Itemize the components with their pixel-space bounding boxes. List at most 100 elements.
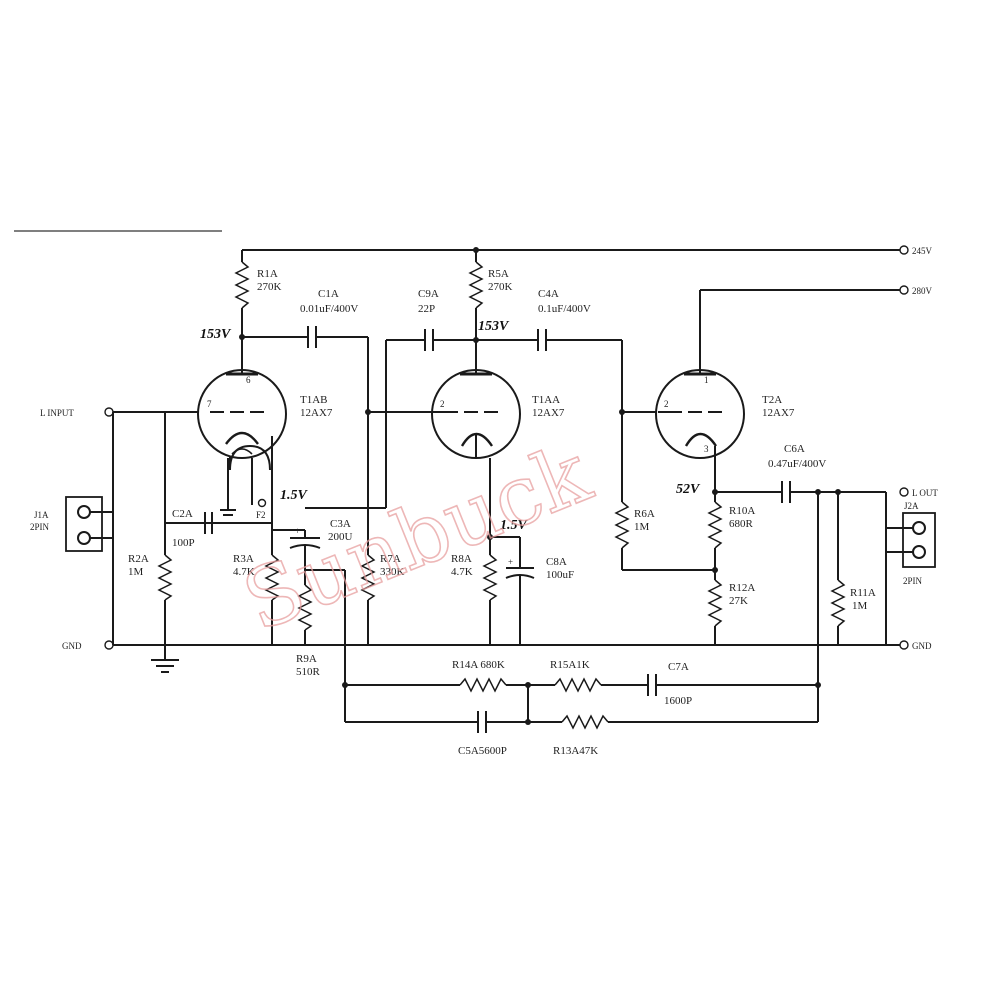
j1a-connector	[65, 496, 113, 552]
l-out-label: L OUT	[912, 488, 938, 498]
c9a-ref: C9A	[418, 288, 439, 300]
r6a-value: 1M	[634, 521, 650, 533]
r7a-value: 330K	[380, 566, 405, 578]
r9a-resistor	[297, 584, 313, 631]
r7a-resistor	[360, 554, 376, 601]
c9a-value: 22P	[418, 303, 435, 315]
r1a-ref: R1A	[257, 268, 278, 280]
t1aa-pin-grid: 2	[440, 399, 445, 409]
r3a-ref: R3A	[233, 553, 254, 565]
r3a-value: 4.7K	[233, 566, 255, 578]
r2a-ref: R2A	[128, 553, 149, 565]
ground-symbol-icon	[151, 645, 179, 673]
r15a-label: R15A1K	[550, 659, 590, 671]
feedback-network	[342, 674, 821, 733]
j1a-pins: 2PIN	[30, 522, 50, 532]
c6a-value: 0.47uF/400V	[768, 458, 826, 470]
t2a-pin-cath: 3	[704, 444, 709, 454]
gnd-left-label: GND	[62, 641, 82, 651]
j1a-ref: J1A	[34, 510, 49, 520]
t2a-pin-plate: 1	[704, 375, 709, 385]
cath2-voltage: 1.5V	[500, 518, 529, 533]
tube-t2a	[655, 368, 745, 459]
r11a-value: 1M	[852, 600, 868, 612]
c4a-ref: C4A	[538, 288, 559, 300]
r10a-value: 680R	[729, 518, 754, 530]
t1ab-type: 12AX7	[300, 407, 333, 419]
input-wiring	[104, 407, 220, 645]
r5a-ref: R5A	[488, 268, 509, 280]
l-input-label: L INPUT	[40, 408, 74, 418]
t2a-ref: T2A	[762, 394, 782, 406]
c3a-ref: C3A	[330, 518, 351, 530]
t1ab-pin-grid: 7	[207, 399, 212, 409]
r10a-resistor	[707, 501, 723, 549]
j2a-connector	[885, 487, 936, 645]
r12a-ref: R12A	[729, 582, 755, 594]
r5a-resistor	[468, 261, 484, 309]
r9a-ref: R9A	[296, 653, 317, 665]
supply-245v-label: 245V	[912, 246, 933, 256]
c6a-capacitor	[715, 481, 886, 503]
j2a-pins: 2PIN	[903, 576, 923, 586]
c3a-value: 200U	[328, 531, 353, 543]
t1ab-pin-f2: F2	[256, 510, 266, 520]
r11a-resistor	[830, 579, 846, 627]
c7a-value: 1600P	[664, 695, 692, 707]
c2a-ref: C2A	[172, 508, 193, 520]
plate1-voltage: 153V	[200, 327, 232, 342]
r7a-ref: R7A	[380, 553, 401, 565]
tube-t1ab	[197, 368, 287, 459]
r2a-resistor	[157, 554, 173, 601]
c6a-ref: C6A	[784, 443, 805, 455]
r3a-resistor	[264, 554, 280, 601]
t1ab-ref: T1AB	[300, 394, 328, 406]
c2a-capacitor	[204, 512, 213, 534]
svg-text:+: +	[295, 526, 300, 536]
j2a-ref: J2A	[904, 501, 919, 511]
t2a-pin-grid: 2	[664, 399, 669, 409]
c1a-ref: C1A	[318, 288, 339, 300]
r8a-value: 4.7K	[451, 566, 473, 578]
r12a-value: 27K	[729, 595, 748, 607]
c3a-capacitor: +	[272, 526, 321, 570]
t1ab-cathode-wiring	[165, 436, 273, 645]
r9a-value: 510R	[296, 666, 321, 678]
t1aa-ref: T1AA	[532, 394, 560, 406]
c7a-ref: C7A	[668, 661, 689, 673]
supply-rails	[241, 245, 909, 368]
r8a-ref: R8A	[451, 553, 472, 565]
gnd-right-label: GND	[912, 641, 932, 651]
c8a-value: 100uF	[546, 569, 574, 581]
r2a-value: 1M	[128, 566, 144, 578]
r6a-ref: R6A	[634, 508, 655, 520]
c4a-value: 0.1uF/400V	[538, 303, 591, 315]
r1a-resistor	[234, 261, 250, 309]
c4a-capacitor	[476, 329, 623, 502]
supply-280v-label: 280V	[912, 286, 933, 296]
cath1-voltage: 1.5V	[280, 488, 309, 503]
t2a-type: 12AX7	[762, 407, 795, 419]
c1a-value: 0.01uF/400V	[300, 303, 358, 315]
r1a-value: 270K	[257, 281, 282, 293]
t1ab-pin-plate: 6	[246, 375, 251, 385]
r10a-ref: R10A	[729, 505, 755, 517]
r13a-label: R13A47K	[553, 745, 598, 757]
plate2-voltage: 153V	[478, 319, 510, 334]
c8a-ref: C8A	[546, 556, 567, 568]
t1aa-type: 12AX7	[532, 407, 565, 419]
c8a-capacitor: +	[490, 536, 535, 645]
r14a-label: R14A 680K	[452, 659, 505, 671]
cath3-voltage: 52V	[676, 482, 701, 497]
c2a-value: 100P	[172, 537, 195, 549]
r5a-value: 270K	[488, 281, 513, 293]
c5a-label: C5A5600P	[458, 745, 507, 757]
r6a-resistor	[614, 501, 630, 549]
c9a-capacitor	[305, 329, 476, 509]
watermark: Sunbuck	[231, 426, 604, 650]
r11a-ref: R11A	[850, 587, 876, 599]
tube-t1aa	[420, 368, 521, 459]
r8a-resistor	[482, 554, 498, 601]
svg-text:+: +	[508, 557, 513, 567]
